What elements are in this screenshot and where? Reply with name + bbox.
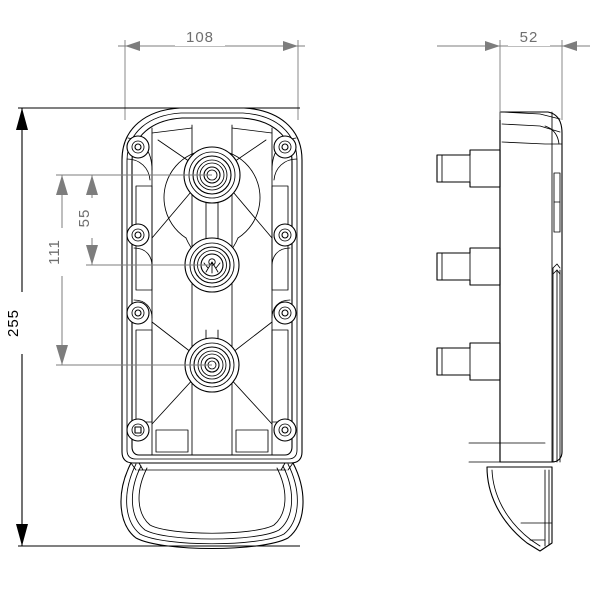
- arrow-255-top: [16, 108, 28, 130]
- front-spoke-low-dr: [227, 375, 273, 425]
- mounting-boss-mid-right: [273, 223, 297, 247]
- mounting-boss-top-right: [273, 135, 297, 159]
- arrow-108-right: [283, 41, 298, 51]
- arrow-255-bottom: [16, 524, 28, 546]
- side-rear-recess: [553, 172, 561, 233]
- front-inner-face: [131, 117, 293, 456]
- dim-108-text-mask: [175, 28, 225, 46]
- dimension-label-108: 108: [186, 29, 214, 46]
- front-spoke-dr: [227, 185, 273, 239]
- base-bracket-lip: [138, 467, 286, 534]
- front-outer-contour: [121, 107, 303, 464]
- arrow-111-bottom: [56, 345, 68, 365]
- dimension-label-52: 52: [520, 29, 539, 46]
- mounting-boss-bot-left: [126, 418, 150, 442]
- dimension-height-255: 255: [5, 107, 300, 547]
- arrow-111-top: [56, 175, 68, 195]
- connector-middle: [436, 247, 501, 286]
- side-body-outline: [499, 111, 563, 463]
- dim-111-text-mask: [48, 228, 66, 276]
- arrow-52-left: [485, 41, 500, 51]
- base-bracket-inner-1: [126, 463, 298, 545]
- front-window-right: [235, 429, 269, 453]
- dimension-depth-52: 52: [437, 28, 590, 120]
- front-rib-upper: [151, 127, 273, 134]
- front-spoke-low-ul: [151, 321, 197, 357]
- front-window-left: [155, 429, 189, 453]
- side-rear-parting: [552, 267, 561, 463]
- dimension-label-111: 111: [46, 239, 63, 265]
- front-spoke-low-dl: [151, 375, 197, 425]
- side-foot-outline: [486, 466, 553, 552]
- base-bracket-neck-left: [130, 462, 144, 471]
- arrow-55-top: [86, 175, 98, 195]
- base-bracket: [120, 462, 304, 549]
- arrow-108-left: [125, 41, 140, 51]
- front-pocket-left: [135, 185, 153, 291]
- mounting-boss-bot-right: [273, 418, 297, 442]
- front-boss-fillet-mr: [271, 247, 291, 267]
- base-bracket-inner-2: [131, 465, 293, 540]
- arrow-52-right: [562, 41, 577, 51]
- side-band-2: [501, 123, 561, 133]
- side-foot-inner: [491, 469, 541, 547]
- side-band-1: [501, 111, 561, 120]
- dimension-span-111: 111: [46, 174, 212, 366]
- dimension-span-55: 55: [76, 174, 212, 266]
- side-foot-rib: [544, 469, 550, 547]
- dimension-width-108: 108: [118, 28, 305, 120]
- front-view: [120, 107, 304, 549]
- mounting-boss-mid-left: [126, 223, 150, 247]
- front-boss-fillet-tr: [273, 158, 298, 181]
- side-band-3: [501, 141, 563, 145]
- front-pocket-right: [271, 185, 289, 291]
- side-view: [436, 111, 563, 552]
- front-boss-fillet-ll: [133, 299, 153, 319]
- dimension-label-255: 255: [5, 309, 22, 337]
- base-bracket-neck-right: [280, 462, 294, 471]
- front-pocket-right-lower: [271, 329, 289, 423]
- side-foot: [486, 466, 553, 552]
- dim-55-text-mask: [78, 198, 96, 238]
- side-corner-radius-inner: [544, 125, 560, 145]
- front-boss-fillet-lr: [271, 299, 291, 319]
- front-outer-contour-offset: [126, 112, 298, 460]
- mounting-boss-top-left: [126, 135, 150, 159]
- base-bracket-outer: [120, 462, 304, 549]
- front-pocket-left-lower: [135, 329, 153, 423]
- mounting-boss-low-left: [126, 301, 150, 325]
- front-spoke-low-ur: [227, 321, 273, 357]
- arrow-55-bottom: [86, 245, 98, 265]
- side-rear-notch: [552, 263, 561, 275]
- mounting-boss-low-right: [273, 301, 297, 325]
- front-boss-fillet-ml: [133, 247, 153, 267]
- port-middle-petal-detail: [203, 261, 221, 274]
- dim-52-text-mask: [508, 28, 550, 46]
- front-boss-fillet-tl: [126, 158, 151, 181]
- front-spoke-dl: [151, 185, 197, 239]
- connector-bottom: [436, 342, 501, 381]
- dim-255-text-mask: [6, 292, 24, 354]
- dimension-label-55: 55: [76, 209, 93, 228]
- connector-top: [436, 149, 501, 188]
